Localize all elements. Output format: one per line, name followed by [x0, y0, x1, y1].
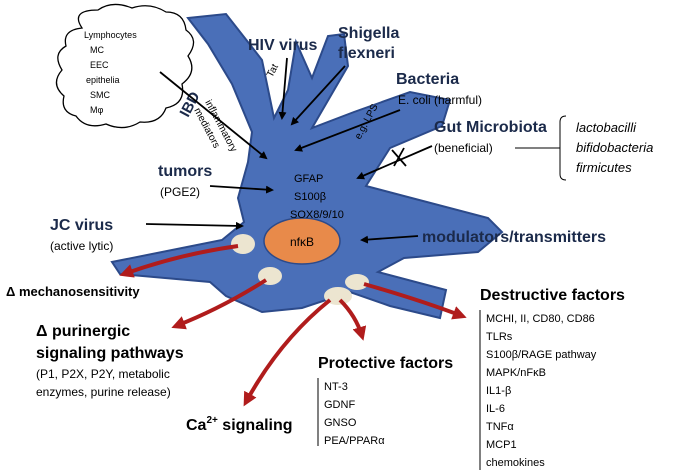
glial-cell	[110, 12, 504, 320]
purinergic-line2: signaling pathways	[36, 345, 184, 362]
ibd-arrow	[159, 71, 268, 160]
calcium-base: Ca	[186, 417, 207, 434]
cloud-item: MC	[90, 45, 104, 55]
microbiota-label: Gut Microbiota	[434, 119, 547, 136]
cloud-item: SMC	[90, 90, 111, 100]
marker-sox: SOX8/9/10	[290, 209, 344, 221]
destructive-item: MAPK/nFκB	[486, 367, 546, 379]
cloud-item: Mφ	[90, 105, 103, 115]
destructive-item: MCP1	[486, 439, 517, 451]
modulators-label: modulators/transmitters	[422, 229, 606, 246]
destructive-item: IL1-β	[486, 385, 511, 397]
microbiota-sub: (beneficial)	[434, 141, 493, 155]
mechanosensitivity-label: Δ mechanosensitivity	[6, 284, 140, 299]
calcium-rest: signaling	[218, 417, 293, 434]
marker-gfap: GFAP	[294, 173, 323, 185]
shigella-line1: Shigella	[338, 25, 399, 42]
destructive-item: TLRs	[486, 331, 513, 343]
species-item: firmicutes	[576, 160, 632, 175]
marker-s100b: S100β	[294, 191, 326, 203]
jc-label: JC virus	[50, 217, 113, 234]
shigella-line2: flexneri	[338, 45, 395, 62]
protective-item: PEA/PPARα	[324, 435, 385, 447]
protective-item: GNSO	[324, 417, 357, 429]
species-item: lactobacilli	[576, 120, 637, 135]
cloud-item: Lymphocytes	[84, 30, 137, 40]
purinergic-line4: enzymes, purine release)	[36, 385, 171, 399]
destructive-item: TNFα	[486, 421, 514, 433]
protective-title: Protective factors	[318, 355, 453, 372]
calcium-sup: 2+	[206, 415, 218, 426]
protective-item: NT-3	[324, 381, 348, 393]
arrow-purinergic	[171, 278, 268, 330]
microbiota-arrow	[356, 145, 433, 180]
jc-arrow	[145, 221, 244, 230]
cell-types-cloud: Lymphocytes MC EEC epithelia SMC Mφ	[55, 3, 195, 129]
tumors-label: tumors	[158, 163, 212, 180]
cloud-item: epithelia	[86, 75, 120, 85]
tumors-sub: (PGE2)	[160, 185, 200, 199]
destructive-item: S100β/RAGE pathway	[486, 349, 597, 361]
hiv-tat: Tat	[265, 62, 281, 79]
bacteria-arrow	[294, 109, 401, 152]
calcium-label: Ca2+ signaling	[186, 415, 293, 434]
shigella-arrow	[290, 65, 346, 126]
vesicle	[231, 234, 255, 254]
cloud-item: EEC	[90, 60, 109, 70]
destructive-title: Destructive factors	[480, 287, 625, 304]
bacteria-label: Bacteria	[396, 71, 459, 88]
protective-item: GDNF	[324, 399, 355, 411]
hiv-label: HIV virus	[248, 37, 317, 54]
vesicle	[345, 274, 369, 290]
purinergic-line3: (P1, P2X, P2Y, metabolic	[36, 367, 170, 381]
microbiota-bracket	[559, 115, 567, 181]
tumors-arrow	[209, 185, 274, 194]
vesicle	[324, 287, 352, 305]
arrow-destructive	[363, 282, 467, 320]
destructive-item: IL-6	[486, 403, 505, 415]
destructive-item: chemokines	[486, 457, 545, 469]
block-mark	[393, 147, 405, 167]
arrow-calcium	[243, 298, 332, 407]
hiv-arrow	[278, 57, 288, 120]
arrow-protective	[338, 298, 367, 341]
bacteria-sub: E. coli (harmful)	[398, 93, 482, 107]
modulators-arrow	[360, 235, 419, 244]
jc-sub: (active lytic)	[50, 239, 113, 253]
destructive-item: MCHI, II, CD80, CD86	[486, 313, 595, 325]
purinergic-line1: Δ purinergic	[36, 323, 130, 340]
arrow-mechanosensitivity	[119, 244, 239, 278]
nucleus-label: nfκB	[290, 235, 314, 249]
nucleus	[263, 217, 341, 265]
species-item: bifidobacteria	[576, 140, 653, 155]
